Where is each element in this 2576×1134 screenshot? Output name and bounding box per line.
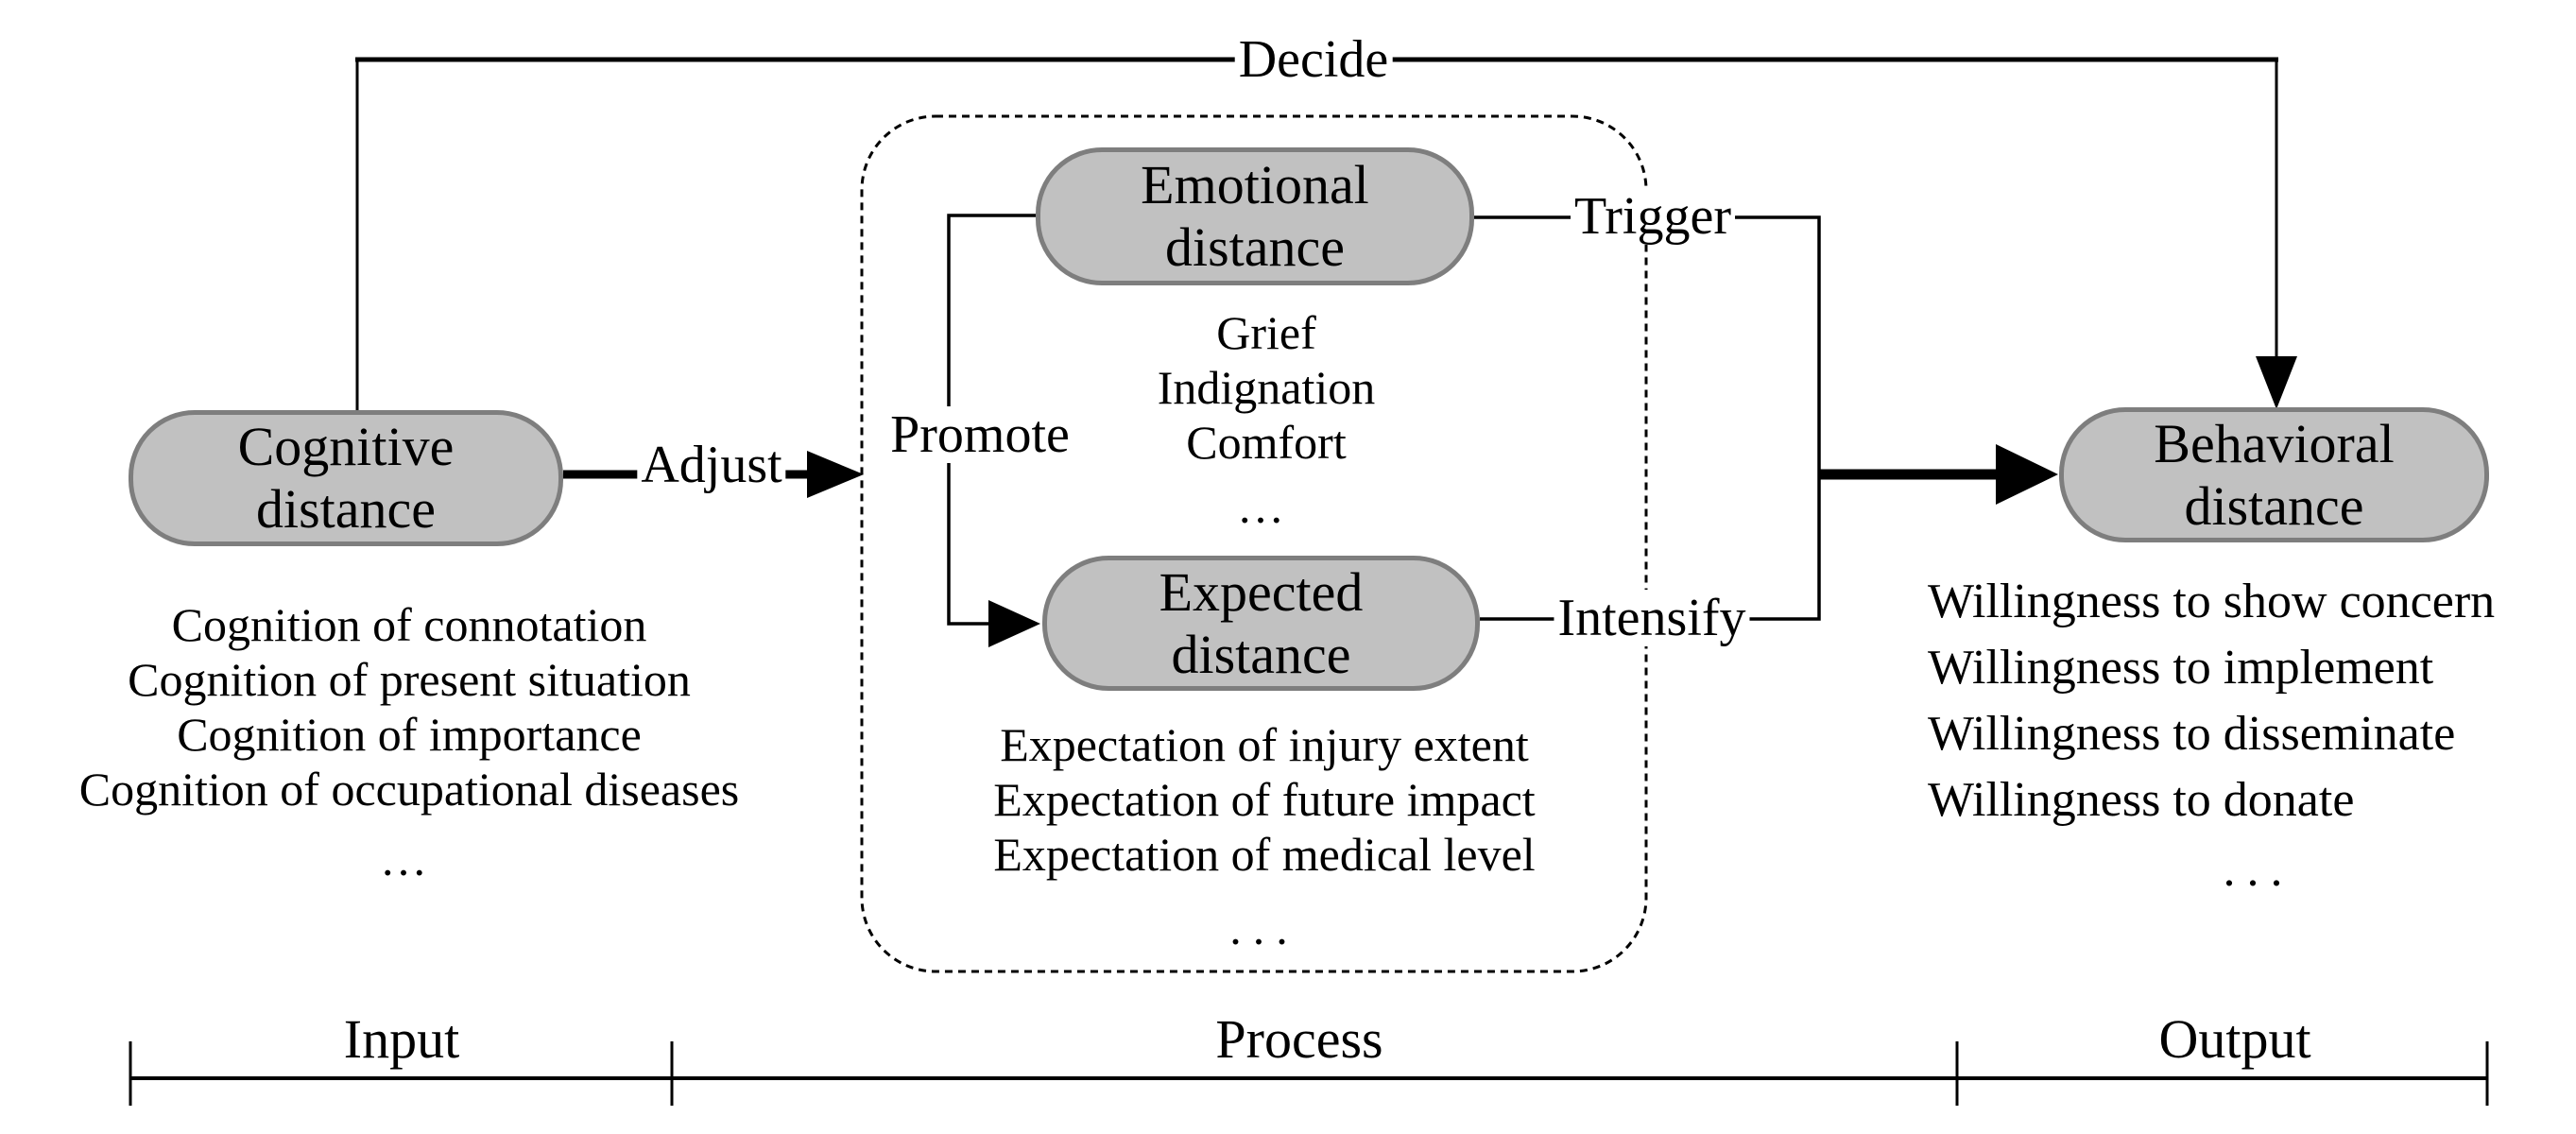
trigger-edge-label: Trigger [1571,188,1735,245]
list-item: Cognition of present situation [128,653,691,706]
list-item: Grief [1216,306,1316,359]
list-item: Willingness to show concern [1928,575,2496,628]
list-item: Willingness to disseminate [1928,707,2456,761]
intensify-edge-label: Intensify [1554,590,1750,646]
list-item: Expectation of future impact [993,773,1536,826]
axis-label-process: Process [1215,1008,1383,1070]
emotions-list: Grief Indignation Comfort … [1030,305,1503,534]
promote-arrowhead-icon [988,600,1040,647]
ellipsis-item: ... [2223,843,2294,897]
node-label-line: distance [1164,216,1346,278]
list-item: Cognition of importance [177,708,642,761]
list-item: Expectation of medical level [993,828,1536,881]
list-item: Willingness to donate [1928,773,2355,827]
ellipsis-item: … [1237,480,1296,533]
list-item: Expectation of injury extent [1000,718,1529,771]
list-item: Indignation [1157,361,1376,414]
ellipsis-item: ... [1229,902,1299,954]
node-label-line: Expected [1159,560,1364,623]
axis-label-output: Output [2158,1008,2311,1070]
decide-edge-label: Decide [1234,31,1393,88]
adjust-edge-label: Adjust [637,437,786,493]
main-arrowhead-icon [1996,444,2058,505]
node-label-line: distance [2184,474,2364,537]
list-item: Willingness to implement [1928,641,2434,695]
decide-arrowhead-icon [2256,356,2297,409]
adjust-arrowhead-icon [807,451,864,498]
list-item: Comfort [1186,416,1347,469]
axis-label-input: Input [343,1008,460,1070]
willingness-list: Willingness to show concern Willingness … [1928,569,2576,903]
node-label-line: Cognitive [237,416,455,477]
process-dashed-box [860,114,1648,973]
list-item: Cognition of occupational diseases [78,763,740,816]
promote-edge-label: Promote [886,406,1073,463]
node-label-line: Behavioral [2154,412,2395,474]
node-label-line: distance [255,478,437,540]
cognitive-distance-node: Cognitive distance [129,410,563,546]
expectations-list: Expectation of injury extent Expectation… [943,717,1586,955]
ellipsis-item: … [380,833,438,885]
list-item: Cognition of connotation [171,598,647,651]
cognition-list: Cognition of connotation Cognition of pr… [0,597,818,886]
node-label-line: distance [1171,623,1351,685]
behavioral-distance-node: Behavioral distance [2059,407,2489,542]
expected-distance-node: Expected distance [1042,556,1480,691]
node-label-line: Emotional [1141,154,1369,215]
emotional-distance-node: Emotional distance [1036,147,1474,285]
